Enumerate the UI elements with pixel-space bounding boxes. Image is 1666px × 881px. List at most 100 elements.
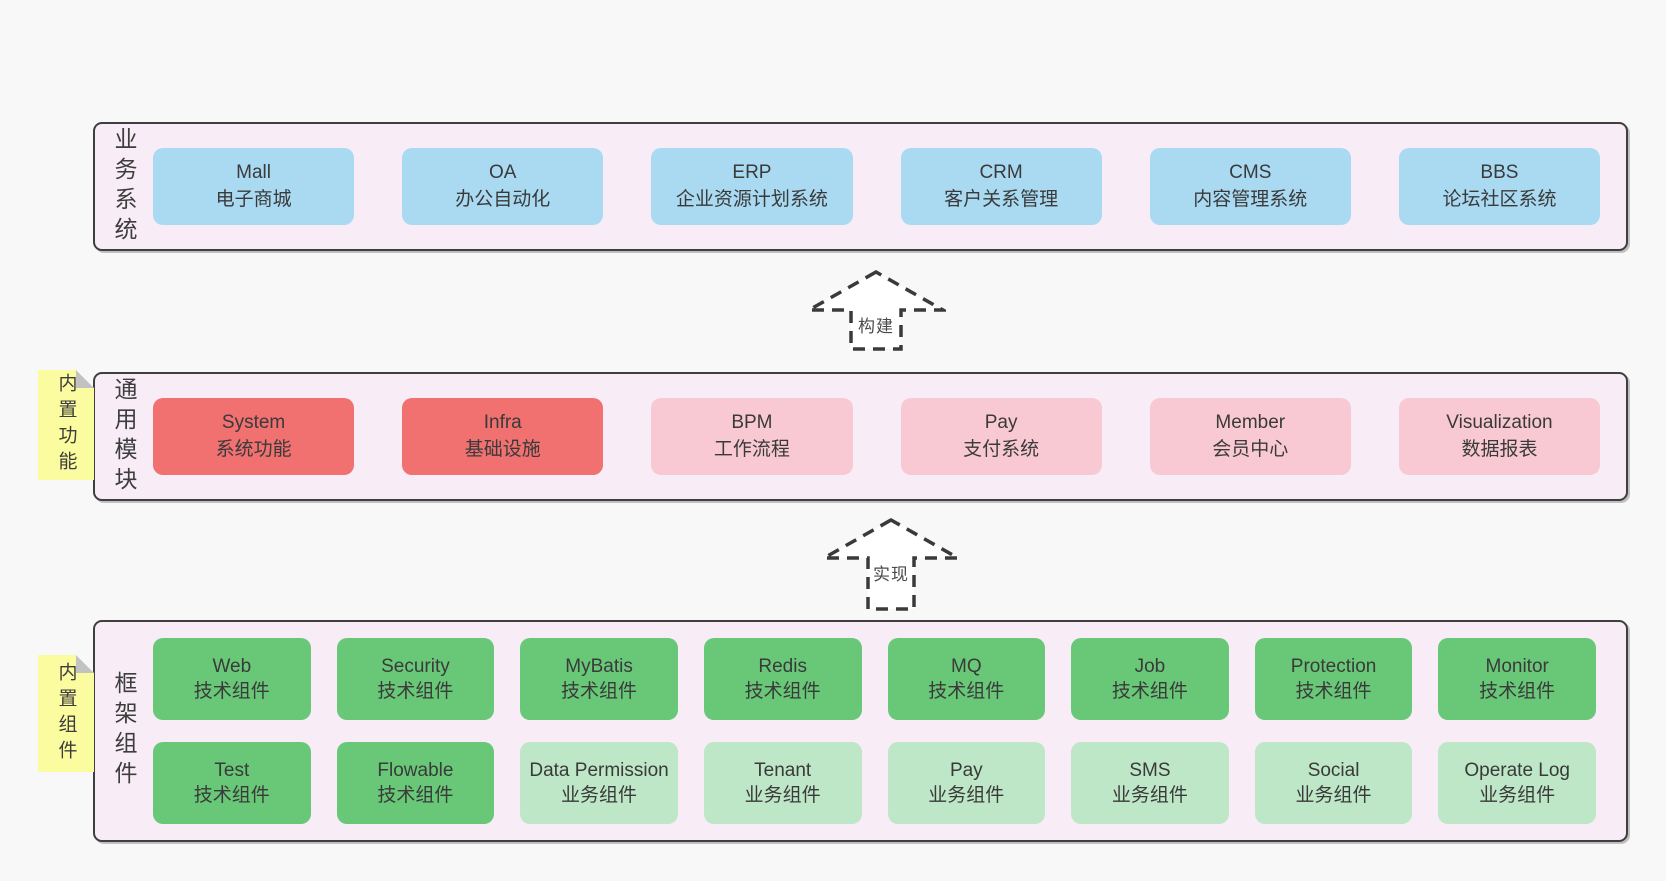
- box-desc: 技术组件: [928, 681, 1005, 702]
- framework-components-grid: Web 技术组件 Security 技术组件 MyBatis 技术组件 Redi…: [153, 622, 1626, 840]
- box-desc: 客户关系管理: [944, 188, 1059, 210]
- box-job: Job 技术组件: [1071, 638, 1229, 720]
- box-name: System: [221, 411, 286, 433]
- box-bbs: BBS 论坛社区系统: [1398, 148, 1601, 225]
- box-name: MQ: [951, 655, 982, 677]
- box-desc: 工作流程: [713, 438, 790, 460]
- box-name: Visualization: [1446, 411, 1553, 433]
- box-monitor: Monitor 技术组件: [1438, 638, 1596, 720]
- box-mybatis: MyBatis 技术组件: [520, 638, 678, 720]
- box-desc: 数据报表: [1461, 438, 1538, 460]
- box-cms: CMS 内容管理系统: [1149, 148, 1351, 225]
- common-modules-box-row: System 系统功能 Infra 基础设施 BPM 工作流程 Pay 支付系统…: [153, 374, 1626, 499]
- box-mq: MQ 技术组件: [887, 638, 1046, 720]
- sticky-note-built-in-features: 内置功能: [38, 370, 94, 480]
- box-desc: 业务组件: [1479, 785, 1556, 806]
- box-desc: 会员中心: [1212, 438, 1289, 460]
- box-name: Infra: [483, 411, 522, 433]
- box-name: Redis: [758, 655, 807, 677]
- box-desc: 业务组件: [928, 785, 1005, 806]
- box-desc: 技术组件: [193, 785, 270, 806]
- box-security: Security 技术组件: [336, 638, 495, 720]
- arrow-build-label: 构建: [856, 312, 896, 337]
- box-name: Protection: [1290, 655, 1377, 677]
- box-name: Test: [214, 759, 250, 781]
- box-name: CMS: [1229, 161, 1272, 183]
- components-row-1: Web 技术组件 Security 技术组件 MyBatis 技术组件 Redi…: [153, 638, 1596, 720]
- box-desc: 业务组件: [1295, 785, 1372, 806]
- box-desc: 技术组件: [744, 681, 821, 702]
- layer-label-framework-components: 框架组件: [111, 671, 137, 791]
- box-name: Data Permission: [529, 759, 669, 781]
- box-desc: 办公自动化: [455, 188, 551, 210]
- box-name: Operate Log: [1464, 759, 1570, 781]
- box-desc: 技术组件: [377, 681, 454, 702]
- box-name: OA: [489, 161, 517, 183]
- box-oa: OA 办公自动化: [402, 148, 604, 225]
- box-protection: Protection 技术组件: [1254, 638, 1413, 720]
- box-redis: Redis 技术组件: [703, 638, 862, 720]
- box-name: BPM: [731, 411, 773, 433]
- box-desc: 业务组件: [561, 785, 638, 806]
- sticky-note-built-in-components: 内置组件: [38, 655, 94, 772]
- box-pay-module: Pay 支付系统: [900, 398, 1102, 475]
- box-name: Social: [1307, 759, 1360, 781]
- arrow-implement-label: 实现: [871, 560, 911, 585]
- box-member: Member 会员中心: [1149, 398, 1351, 475]
- box-desc: 内容管理系统: [1193, 188, 1308, 210]
- box-name: CRM: [979, 161, 1023, 183]
- box-bpm: BPM 工作流程: [651, 398, 853, 475]
- box-system: System 系统功能: [153, 398, 355, 475]
- box-name: BBS: [1480, 161, 1519, 183]
- box-web: Web 技术组件: [153, 638, 311, 720]
- box-desc: 技术组件: [1479, 681, 1556, 702]
- box-crm: CRM 客户关系管理: [900, 148, 1102, 225]
- box-desc: 基础设施: [464, 438, 541, 460]
- box-visualization: Visualization 数据报表: [1398, 398, 1601, 475]
- box-test: Test 技术组件: [153, 742, 311, 824]
- box-name: Job: [1134, 655, 1166, 677]
- box-desc: 业务组件: [1111, 785, 1188, 806]
- box-data-permission: Data Permission 业务组件: [520, 742, 678, 824]
- box-desc: 论坛社区系统: [1442, 188, 1557, 210]
- box-desc: 技术组件: [377, 785, 454, 806]
- box-desc: 电子商城: [215, 188, 292, 210]
- box-name: Pay: [949, 759, 983, 781]
- box-tenant: Tenant 业务组件: [703, 742, 862, 824]
- box-name: Flowable: [377, 759, 454, 781]
- box-desc: 业务组件: [744, 785, 821, 806]
- layer-label-business-systems: 业务系统: [111, 126, 137, 247]
- box-operate-log: Operate Log 业务组件: [1438, 742, 1596, 824]
- box-name: Member: [1215, 411, 1286, 433]
- box-name: Monitor: [1485, 655, 1549, 677]
- box-erp: ERP 企业资源计划系统: [651, 148, 853, 225]
- dashed-up-arrow-icon: [806, 269, 946, 351]
- layer-label-common-modules: 通用模块: [111, 376, 137, 497]
- box-desc: 系统功能: [215, 438, 292, 460]
- box-name: Security: [381, 655, 450, 677]
- box-desc: 支付系统: [963, 438, 1040, 460]
- components-row-2: Test 技术组件 Flowable 技术组件 Data Permission …: [153, 742, 1596, 824]
- box-name: MyBatis: [565, 655, 633, 677]
- box-pay-component: Pay 业务组件: [887, 742, 1046, 824]
- layer-framework-components: 框架组件 Web 技术组件 Security 技术组件 MyBatis 技术组件…: [93, 620, 1628, 842]
- box-infra: Infra 基础设施: [402, 398, 604, 475]
- box-name: Tenant: [754, 759, 812, 781]
- layer-common-modules: 通用模块 System 系统功能 Infra 基础设施 BPM 工作流程 Pay…: [93, 372, 1628, 501]
- box-desc: 技术组件: [1295, 681, 1372, 702]
- box-name: ERP: [732, 161, 772, 183]
- box-flowable: Flowable 技术组件: [336, 742, 495, 824]
- box-sms: SMS 业务组件: [1071, 742, 1229, 824]
- box-desc: 技术组件: [193, 681, 270, 702]
- box-name: Web: [212, 655, 252, 677]
- box-desc: 技术组件: [1111, 681, 1188, 702]
- box-desc: 技术组件: [561, 681, 638, 702]
- business-systems-box-row: Mall 电子商城 OA 办公自动化 ERP 企业资源计划系统 CRM 客户关系…: [153, 124, 1626, 249]
- box-name: Pay: [984, 411, 1018, 433]
- box-mall: Mall 电子商城: [153, 148, 355, 225]
- arrow-build: [806, 269, 946, 355]
- box-desc: 企业资源计划系统: [675, 188, 828, 210]
- box-name: SMS: [1129, 759, 1171, 781]
- layer-business-systems: 业务系统 Mall 电子商城 OA 办公自动化 ERP 企业资源计划系统 CRM…: [93, 122, 1628, 251]
- box-social: Social 业务组件: [1254, 742, 1413, 824]
